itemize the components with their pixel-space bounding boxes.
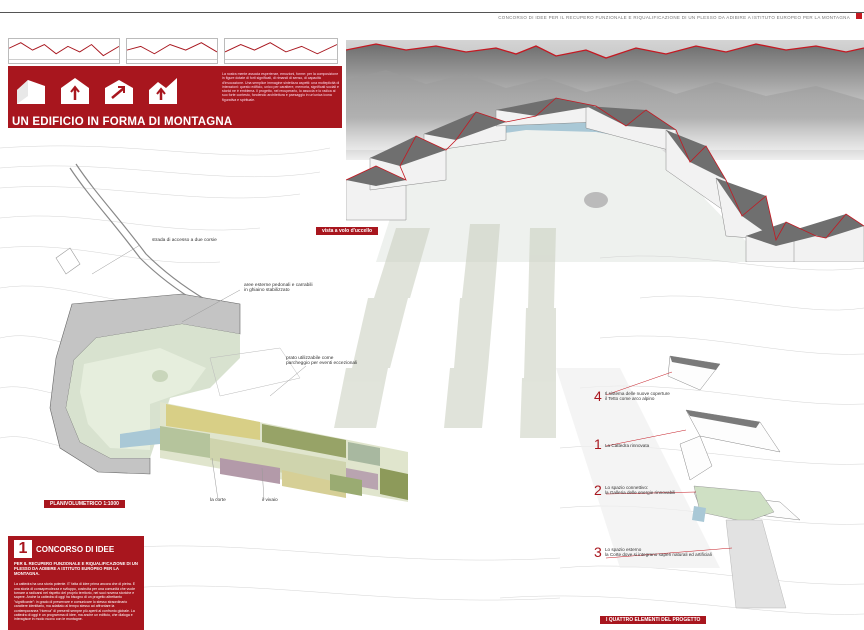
header-accent-mark	[856, 13, 862, 19]
site-plan-drawing	[0, 128, 864, 630]
house-icon-1	[17, 80, 45, 104]
profile-sketch-2	[126, 38, 218, 64]
element-number-1: 1	[594, 436, 602, 452]
profile-sketch-1	[8, 38, 120, 64]
element-number-4: 4	[594, 388, 602, 404]
element-number-2: 2	[594, 482, 602, 498]
elements-title-label: I QUATTRO ELEMENTI DEL PROGETTO	[600, 616, 707, 624]
contest-panel: 1 CONCORSO DI IDEE PER IL RECUPERO FUNZIO…	[8, 536, 144, 630]
profile-sketch-3	[224, 38, 338, 64]
contest-number: 1	[14, 540, 32, 558]
top-rule	[0, 12, 864, 13]
header-text: CONCORSO DI IDEE PER IL RECUPERO FUNZION…	[498, 15, 850, 20]
annotation-access-road: strada di accesso a due corsie	[152, 238, 217, 243]
house-arrow-icon-2	[61, 78, 89, 104]
house-arrow-icon-4	[149, 78, 177, 104]
element-text-3: Lo spazio esterno la Corte dove si integ…	[605, 547, 712, 558]
annotation-nursery: il vivaio	[262, 498, 278, 503]
contest-body: La cattedra ha una storia potente. E' fa…	[14, 582, 136, 622]
element-number-3: 3	[594, 544, 602, 560]
annotation-meadow: prato utilizzabile come parcheggio per e…	[286, 356, 358, 367]
annotation-pedestrian-area: aree esterne pedonali e carrabili in ghi…	[244, 283, 313, 294]
element-text-4: Il sistema delle nuove coperture il Tett…	[605, 391, 670, 402]
site-plan-label: PLANIVOLUMETRICO 1:1000	[44, 500, 125, 508]
concept-description: La nostra mente associa esperienze, emoz…	[222, 72, 340, 102]
element-text-2: Lo spazio connettivo: la Galleria delle …	[605, 485, 676, 496]
contest-subtitle: PER IL RECUPERO FUNZIONALE E RIQUALIFICA…	[14, 561, 138, 577]
aerial-view-rendering	[346, 40, 864, 262]
aerial-view-label: vista a volo d'uccello	[316, 227, 379, 235]
concept-panel	[8, 66, 342, 128]
contest-title: CONCORSO DI IDEE	[36, 544, 115, 554]
concept-title: UN EDIFICIO IN FORMA DI MONTAGNA	[12, 116, 233, 128]
house-arrow-icon-3	[105, 80, 133, 104]
element-text-1: La Cattedra rinnovata	[605, 443, 650, 448]
annotation-court: la corte	[210, 498, 226, 503]
